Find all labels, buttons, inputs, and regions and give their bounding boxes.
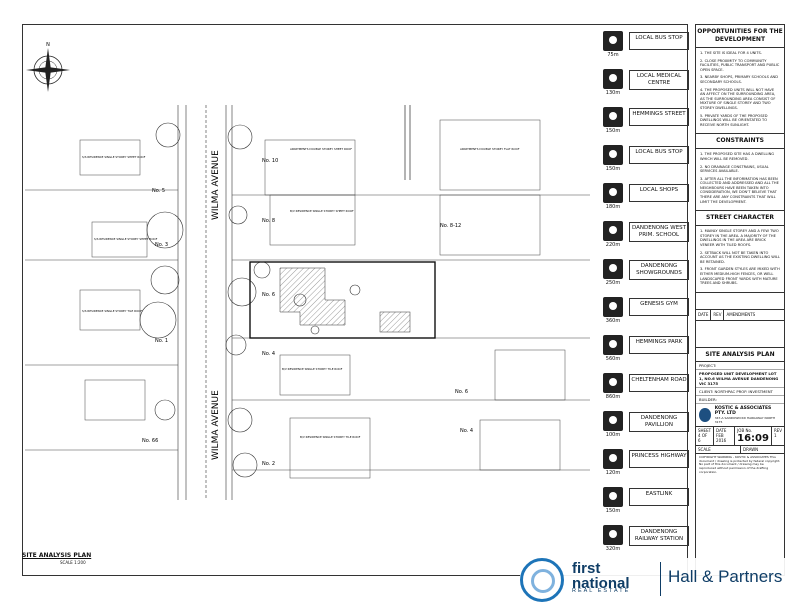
highway-icon: [603, 449, 623, 469]
svg-text:N: N: [46, 42, 50, 48]
list-item: 2. SETBACK WILL NOT BE TAKEN INTO ACCOUN…: [700, 250, 780, 264]
building-label: B/V RESIDENCE SINGLE STOREY TILE ROOF: [300, 435, 361, 439]
list-item: 1. MAINLY SINGLE STOREY AND A FEW TWO ST…: [700, 229, 779, 248]
list-item: 2. CLOSE PROXIMITY TO COMMUNITY FACILITI…: [700, 58, 780, 72]
list-item: 1. THE PROPOSED SITE HAS A DWELLING WHIC…: [700, 152, 775, 161]
lot-label: No. 8: [262, 218, 275, 224]
revision-header: DATE REV AMENDMENTS: [696, 308, 784, 321]
section-title: CONSTRAINTS: [696, 134, 784, 150]
drawing-title: SITE ANALYSIS PLAN: [696, 348, 784, 362]
lot-label: No. 4: [460, 428, 473, 434]
list-item: 2. NO DRAINAGE CONSTRAINS, USUAL SERVICE…: [700, 164, 769, 174]
north-arrow-icon: N: [26, 42, 70, 92]
opportunities-section: OPPORTUNITIES FOR THE DEVELOPMENT 1. THE…: [696, 25, 784, 135]
plan-scale: SCALE 1:200: [60, 560, 86, 565]
bus-stop-icon: [603, 145, 623, 165]
bus-stop-icon: [603, 31, 623, 51]
firm-address: 347-A SANDOWN RD HARKAWAY NORTH 3175: [714, 415, 776, 424]
lot-label: No. 3: [155, 242, 168, 248]
lot-label: No. 2: [262, 461, 275, 467]
agent-name: Hall & Partners: [668, 567, 783, 586]
street-icon: [603, 107, 623, 127]
building-label: S/S RESIDENCE SINGLE STOREY TILE ROOF: [82, 309, 142, 313]
street-name-upper: WILMA AVENUE: [211, 150, 221, 220]
list-item: 4. THE PROPOSED UNITS WILL NOT HAVE AN A…: [700, 87, 776, 110]
lot-label: No. 66: [142, 438, 158, 444]
client-name: NORTHPAC PROP. INVESTMENT: [714, 388, 773, 394]
list-item: 3. NEARBY SHOPS, PRIMARY SCHOOLS AND SEC…: [700, 75, 779, 84]
section-title: STREET CHARACTER: [696, 211, 784, 227]
building-label: B/V RESIDENCE SINGLE STOREY SHEET ROOF: [290, 209, 354, 213]
list-item: 3. FRONT GARDEN STYLES ARE MIXED WITH EI…: [700, 267, 780, 286]
title-block: SITE ANALYSIS PLAN PROJECT: PROPOSED UNI…: [696, 348, 784, 477]
info-panel: OPPORTUNITIES FOR THE DEVELOPMENT 1. THE…: [695, 24, 785, 576]
building-label: APARTMENTS DOUBLE STOREY SHEET ROOF: [290, 147, 352, 151]
list-item: 5. PRIVATE YARDS OF THE PROPOSED DWELLIN…: [700, 113, 768, 127]
building-label: B/V RESIDENCE SINGLE STOREY TILE ROOF: [282, 367, 343, 371]
building-label: S/S RESIDENCE SINGLE STOREY SHEET ROOF: [94, 237, 158, 241]
showgrounds-icon: [603, 259, 623, 279]
lot-label: No. 8-12: [440, 223, 461, 229]
project-name: PROPOSED UNIT DEVELOPMENT LOT 1, NO.6 WI…: [696, 370, 784, 388]
building-label: S/S RESIDENCE SINGLE STOREY SHEET ROOF: [82, 155, 146, 159]
street-name-lower: WILMA AVENUE: [211, 390, 221, 460]
section-title: OPPORTUNITIES FOR THE DEVELOPMENT: [696, 25, 784, 48]
constraints-section: CONSTRAINTS 1. THE PROPOSED SITE HAS A D…: [696, 134, 784, 212]
lot-label: No. 6: [262, 292, 275, 298]
lot-label: No. 5: [152, 188, 165, 194]
shops-icon: [603, 183, 623, 203]
building-label: APARTMENTS DOUBLE STOREY FLAT ROOF: [460, 147, 520, 151]
freeway-icon: [603, 487, 623, 507]
road-icon: [603, 373, 623, 393]
gym-icon: [603, 297, 623, 317]
copyright-notice: COPYRIGHT WARNING - KOSTIC & ASSOCIATES …: [699, 454, 781, 474]
street-character-section: STREET CHARACTER 1. MAINLY SINGLE STOREY…: [696, 211, 784, 293]
firm-name: KOSTIC & ASSOCIATES PTY. LTD: [714, 405, 772, 416]
lot-label: No. 10: [262, 158, 278, 164]
lot-label: No. 1: [155, 338, 168, 344]
list-item: 3. AFTER ALL THE INFORMATION HAS BEEN CO…: [700, 176, 779, 204]
brand-name: first national: [572, 560, 630, 592]
agency-watermark: first national REAL ESTATE Hall & Partne…: [520, 558, 800, 602]
plan-title: SITE ANALYSIS PLAN: [22, 552, 92, 559]
brand-subtitle: REAL ESTATE: [572, 588, 631, 594]
medical-icon: [603, 69, 623, 89]
train-icon: [603, 525, 623, 545]
first-national-logo-icon: [520, 558, 564, 602]
park-icon: [603, 335, 623, 355]
firm-logo-icon: [699, 407, 711, 422]
school-icon: [603, 221, 623, 241]
lot-label: No. 4: [262, 351, 275, 357]
drawing-border: [22, 24, 688, 576]
list-item: 1. THE SITE IS IDEAL FOR 4 UNITS.: [700, 51, 762, 55]
shopping-centre-icon: [603, 411, 623, 431]
lot-label: No. 6: [455, 389, 468, 395]
